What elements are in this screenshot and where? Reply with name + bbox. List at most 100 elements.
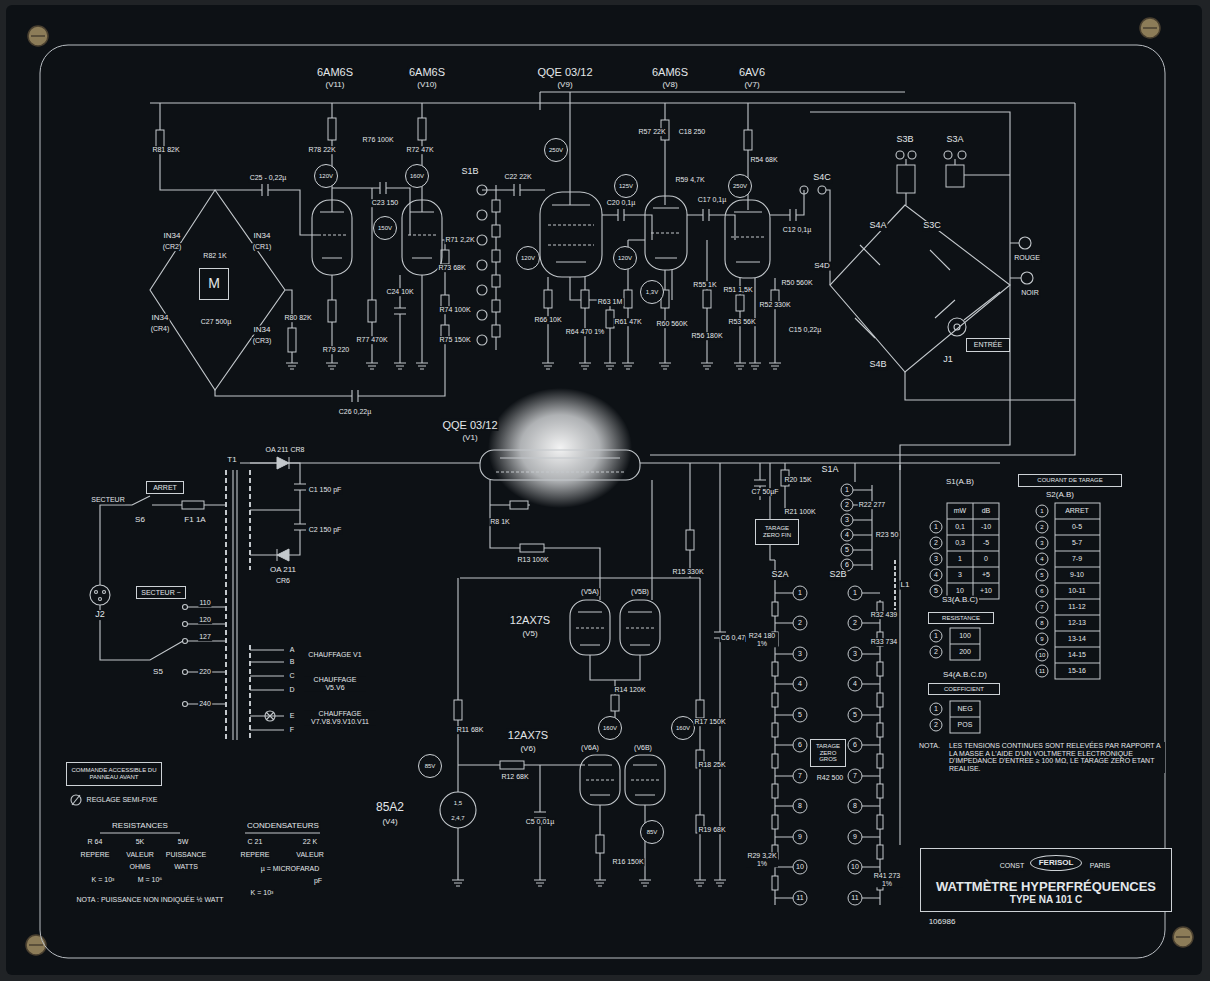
switch-contact [848,677,862,691]
schematic-label: PARIS [1089,862,1112,870]
schematic-label: R53 56K [727,318,756,326]
schematic-label: 14-15 [1067,651,1087,659]
schematic-label: C12 0,1µ [782,226,813,234]
switch-contact [793,586,807,600]
schematic-label: 127 [198,633,212,641]
schematic-label: 240 [198,700,212,708]
schematic-label: 3 [933,555,939,563]
schematic-label: 6 [852,741,858,749]
schematic-label: 22 K [302,838,318,846]
schematic-label: 12AX7S [509,614,551,626]
schematic-label: 6 [1039,588,1044,595]
resistor-symbol [877,662,883,676]
schematic-label: mW [953,507,967,515]
voltage-marker: 120V [314,164,338,188]
resistor-symbol [288,328,296,352]
schematic-label: 4 [933,571,939,579]
schematic-label: 11 [1038,668,1046,675]
tube-symbol [440,792,476,828]
table-grid [1055,519,1100,663]
node-text: TARAGE ZERO FIN [756,525,798,538]
resistor-symbol [368,300,376,322]
schematic-label: (V1) [461,434,478,443]
schematic-label: CONST [999,862,1026,870]
resistor-symbol [492,200,500,212]
schematic-label: D [288,686,295,694]
node-text: ARRET [153,484,177,492]
schematic-label: C20 0,1µ [606,199,637,207]
schematic-label: CHAUFFAGE V1 [304,651,366,659]
schematic-label: (V10) [416,81,438,90]
schematic-label: R82 1K [202,252,227,260]
schematic-label: S4C [812,173,832,183]
switch-contact [848,769,862,783]
wire [650,103,1075,455]
schematic-label: R51 1,5K [722,286,753,294]
table-grid [930,537,942,549]
terminal-symbol [818,186,826,194]
schematic-label: (V6) [519,745,536,754]
glare [488,388,632,508]
schematic-label: (CR1) [252,243,273,251]
schematic-label: OHMS [129,863,152,871]
panel-plate [6,5,1202,975]
table-grid [930,630,942,642]
schematic-label: (V5) [521,630,538,639]
schematic-label: 0,3 [954,539,966,547]
resistor-symbol [328,300,336,322]
schematic-label: R14 120K [613,686,646,694]
switch-contact [848,799,862,813]
schematic-label: REPERE [80,851,111,859]
schematic-label: (V5A) [580,588,600,596]
schematic-label: 9-10 [1069,571,1085,579]
tube-symbol [318,225,764,780]
schematic-label: R77 470K [355,336,388,344]
terminal-symbol [477,310,487,320]
wire [894,560,896,610]
schematic-label: PUISSANCE [165,851,207,859]
schematic-label: 0 [983,555,989,563]
schematic-label: S2(A.B) [1045,491,1075,500]
table-grid [930,719,942,731]
schematic-label: (V7) [743,81,760,90]
schematic-label: 0-5 [1071,523,1083,531]
schematic-label: 8 [797,802,803,810]
wire [150,103,292,390]
schematic-label: NOTA : PUISSANCE NON INDIQUÉE ½ WATT [76,896,225,904]
terminal-symbol [183,622,188,627]
schematic-label: 2 [852,619,858,627]
table-grid [1036,521,1048,533]
schematic-label: S1(A.B) [945,478,975,487]
tube-symbol [320,205,762,262]
diode-symbol [277,457,289,469]
switch-contact [841,514,853,526]
schematic-label: S4(A.B.C.D) [942,671,988,680]
schematic-label: (V8) [661,81,678,90]
voltage-marker: 160V [405,164,429,188]
schematic-label: 3 [797,650,803,658]
schematic-label: 7 [1039,604,1044,611]
schematic-label: C 21 [247,838,264,846]
switch-contact [793,830,807,844]
switch-contact [793,616,807,630]
switch-contact [793,891,807,905]
schematic-label: 5 [933,587,939,595]
switch-contact [793,647,807,661]
table-grid [1036,585,1048,597]
schematic-label: 7 [797,772,803,780]
schematic-label: R24 180 1% [746,632,778,647]
terminal-symbol [183,605,188,610]
schematic-label: 1 [933,632,939,640]
control-box: SECTEUR ~ [136,586,186,599]
schematic-label: 2 [844,501,850,509]
schematic-label: R61 47K [613,318,642,326]
schematic-label: IN34 [253,326,272,335]
schematic-label: R11 68K [456,726,485,734]
tube-symbol [312,192,770,828]
terminal-symbol [183,670,188,675]
resistor-symbol [492,250,500,262]
schematic-label: R50 560K [780,279,813,287]
schematic-label: 4 [852,680,858,688]
schematic-label: 11-12 [1067,603,1086,611]
node-text: 250V [733,183,747,190]
